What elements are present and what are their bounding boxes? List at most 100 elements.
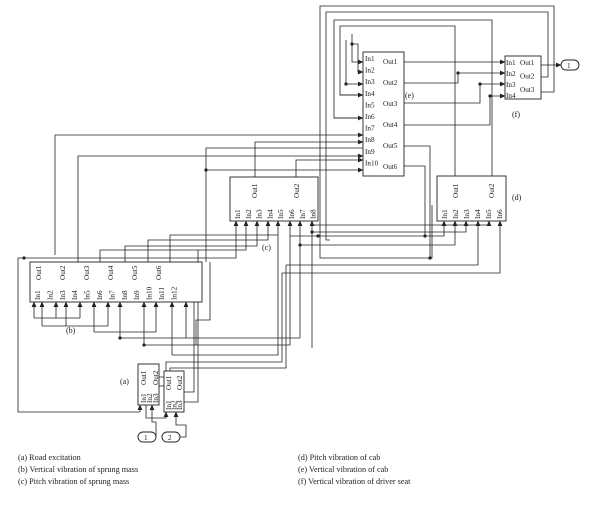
block-b-in-port: In10 (146, 286, 154, 300)
block-e-out-port: Out3 (383, 100, 398, 108)
block-b-in-port: In5 (84, 290, 92, 300)
block-c-in-port: In2 (245, 209, 253, 219)
block-f-out-port: Out2 (520, 73, 535, 81)
block-c-in-port: In5 (277, 209, 285, 219)
input-terminal-2-label: 2 (168, 434, 172, 442)
block-e-in-port: In1 (365, 55, 375, 63)
block-e-out-port: Out5 (383, 142, 398, 150)
legend-f: (f) Vertical vibration of driver seat (298, 477, 411, 486)
block-c-in-port: In6 (288, 209, 296, 219)
signal-lines (17, 5, 562, 438)
block-c-out-port: Out2 (293, 183, 301, 198)
block-e-in-port: In2 (365, 67, 375, 75)
block-a2-in-port: In2 (171, 400, 179, 410)
block-c-outputs: Out1 Out2 (251, 183, 301, 198)
block-a1-in-port: In2 (146, 393, 154, 403)
block-d-out-port: Out1 (452, 183, 460, 198)
block-c-in-port: In4 (266, 209, 274, 219)
block-a2-out-port: Out1 (165, 375, 173, 390)
block-e-in-port: In9 (365, 148, 375, 156)
block-e-out-port: Out2 (383, 79, 398, 87)
legend-e: (e) Vertical vibration of cab (298, 465, 389, 474)
block-b-tag: (b) (66, 326, 76, 335)
block-b-in-port: In7 (108, 290, 116, 300)
block-d-outputs: Out1 Out2 (452, 183, 496, 198)
block-c-in-port: In3 (256, 209, 264, 219)
block-a2-in-port: In1 (165, 400, 173, 410)
block-a-tag: (a) (120, 377, 129, 386)
block-e-in-port: In5 (365, 101, 375, 109)
block-e-in-port: In7 (365, 125, 375, 133)
block-a1-in-port: In1 (140, 393, 148, 403)
block-f-tag: (f) (512, 110, 520, 119)
block-b-out-port: Out5 (131, 265, 139, 280)
block-b-in-port: In2 (46, 290, 54, 300)
block-d-tag: (d) (512, 193, 522, 202)
block-f-in-port: In4 (506, 92, 516, 100)
block-e-out-port: Out1 (383, 58, 398, 66)
block-a1-outputs: Out1 Out2 (140, 370, 160, 385)
block-b-in-port: In4 (71, 290, 79, 300)
legend-d: (d) Pitch vibration of cab (298, 453, 381, 462)
block-f-in-port: In3 (506, 81, 516, 89)
block-f-out-port: Out1 (520, 59, 535, 67)
junction-dots (22, 42, 492, 347)
block-c-in-port: In7 (299, 209, 307, 219)
block-b-out-port: Out6 (155, 265, 163, 280)
block-b-in-port: In1 (34, 290, 42, 300)
input-terminal-1-label: 1 (144, 434, 148, 442)
block-d-in-port: In4 (474, 209, 482, 219)
block-d-out-port: Out2 (488, 183, 496, 198)
block-f-out-port: Out3 (520, 86, 535, 94)
block-f-in-port: In2 (506, 70, 516, 78)
block-d-in-port: In2 (452, 209, 460, 219)
block-b-out-port: Out4 (107, 265, 115, 280)
block-b-out-port: Out3 (83, 265, 91, 280)
input-terminal-2: 2 (161, 431, 181, 443)
legend-b: (b) Vertical vibration of sprung mass (18, 465, 139, 474)
block-b-in-port: In9 (133, 290, 141, 300)
block-b-out-port: Out2 (59, 265, 67, 280)
block-d-in-port: In6 (496, 209, 504, 219)
block-c-out-port: Out1 (251, 183, 259, 198)
block-b-in-port: In8 (121, 290, 129, 300)
block-e-in-port: In4 (365, 90, 375, 98)
block-a1-out-port: Out1 (140, 370, 148, 385)
block-c-in-port: In1 (234, 209, 242, 219)
block-a2-in-port: In3 (176, 400, 184, 410)
block-c-in-port: In8 (310, 209, 318, 219)
block-f-in-port: In1 (506, 59, 516, 67)
block-b-in-port: In6 (96, 290, 104, 300)
block-e-tag: (e) (405, 91, 414, 100)
legend-c: (c) Pitch vibration of sprung mass (18, 477, 130, 486)
block-e-out-port: Out6 (383, 163, 398, 171)
block-a2-out-port: Out2 (176, 375, 184, 390)
block-d-in-port: In1 (441, 209, 449, 219)
block-b-in-port: In3 (59, 290, 67, 300)
block-a1-out-port: Out2 (152, 370, 160, 385)
output-terminal-1-label: 1 (567, 62, 571, 70)
output-terminal-1: 1 (560, 59, 580, 71)
block-e-in-port: In10 (365, 159, 379, 167)
block-e-in-port: In6 (365, 113, 375, 121)
